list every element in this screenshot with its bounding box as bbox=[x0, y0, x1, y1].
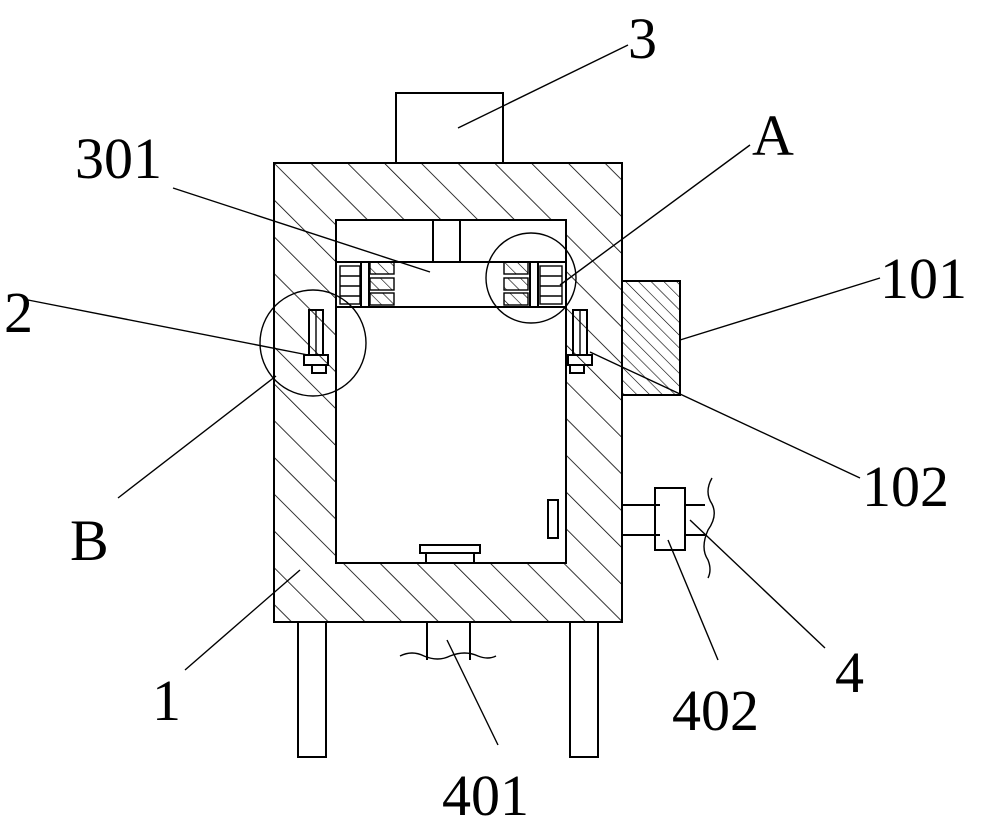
bottom-outlet-pipe bbox=[399, 622, 497, 660]
right-slide-guide bbox=[567, 309, 593, 374]
side-control-box bbox=[621, 280, 681, 396]
side-outlet-pipe bbox=[622, 477, 715, 579]
label-a: A bbox=[752, 103, 794, 168]
drain-plate bbox=[419, 544, 481, 554]
door-handle bbox=[547, 499, 559, 539]
leader-lines bbox=[27, 44, 881, 746]
label-401: 401 bbox=[442, 763, 529, 828]
detail-circle-b bbox=[259, 289, 367, 397]
label-3: 3 bbox=[628, 6, 657, 71]
top-motor bbox=[395, 92, 504, 164]
label-301: 301 bbox=[75, 126, 162, 191]
label-102: 102 bbox=[862, 454, 949, 519]
leg-left bbox=[297, 621, 327, 758]
right-spring-stack bbox=[503, 261, 563, 308]
valve bbox=[654, 487, 686, 551]
label-101: 101 bbox=[880, 246, 967, 311]
label-402: 402 bbox=[672, 678, 759, 743]
label-4: 4 bbox=[835, 640, 864, 705]
left-slide-guide bbox=[303, 309, 329, 374]
upper-plate-assembly bbox=[336, 219, 566, 308]
label-2: 2 bbox=[4, 280, 33, 345]
leg-right bbox=[569, 621, 599, 758]
label-1: 1 bbox=[152, 668, 181, 733]
left-spring-stack bbox=[339, 261, 395, 308]
label-b: B bbox=[70, 508, 109, 573]
detail-circle-a bbox=[485, 232, 577, 324]
